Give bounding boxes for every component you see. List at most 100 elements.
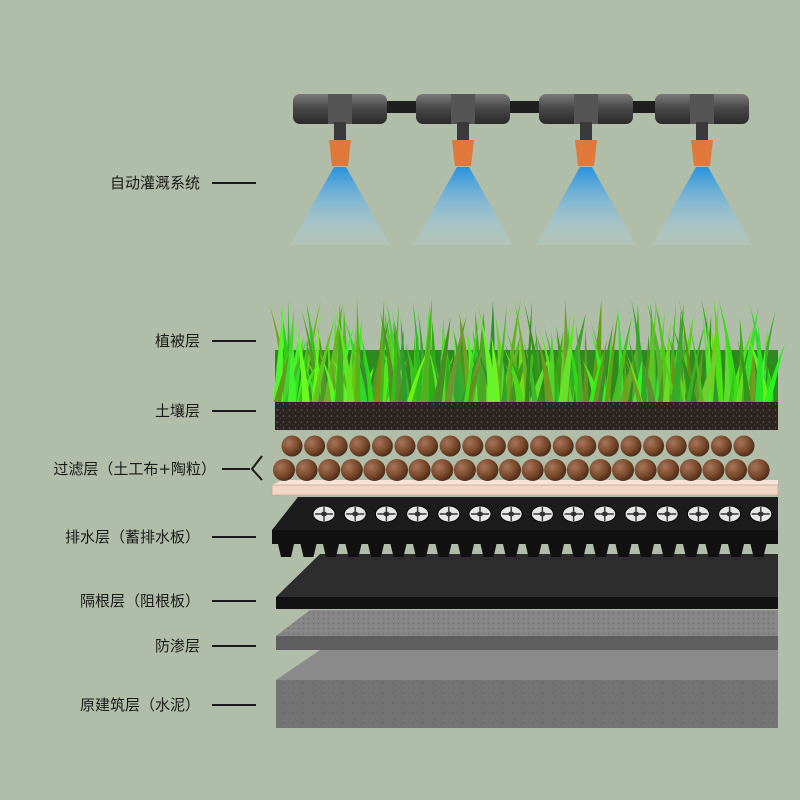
ceramsite-ball: [431, 459, 454, 481]
ceramsite-ball: [499, 459, 521, 481]
grass-blade: [463, 320, 480, 402]
grass-blade: [728, 366, 735, 402]
sprinkler-4: [652, 94, 752, 245]
ceramsite-ball: [702, 459, 725, 481]
grass-blade: [479, 312, 498, 402]
grass-blade: [659, 346, 677, 402]
ceramsite-ball: [688, 435, 710, 457]
ceramsite-ball: [620, 435, 642, 457]
label-soil: 土壤层: [154, 402, 200, 420]
ceramsite-ball: [665, 435, 687, 457]
grass-blade: [334, 302, 344, 402]
drainage-tooth: [435, 544, 452, 557]
irrigation-system: [290, 94, 752, 245]
ceramsite-ball: [349, 435, 371, 457]
ceramsite-ball: [733, 435, 755, 457]
waterproof-layer: [276, 610, 778, 650]
drainage-tooth: [413, 544, 429, 557]
ceramsite-ball: [394, 435, 416, 457]
grass-blade: [662, 342, 670, 402]
ceramsite-ball: [679, 459, 702, 481]
drainage-tooth: [525, 544, 542, 557]
ceramsite-ball: [589, 459, 612, 481]
grass-blade: [311, 313, 321, 402]
grass-blade: [588, 350, 604, 402]
grass-blade: [312, 320, 335, 402]
ceramsite-ball: [371, 435, 393, 457]
grass-blade: [558, 313, 576, 402]
sprinkler-1: [290, 94, 390, 245]
grass-blade: [406, 348, 429, 402]
drainage-cup: [374, 505, 398, 523]
ceramsite-ball: [657, 459, 680, 481]
grass-blade: [640, 357, 656, 402]
drainage-cup: [624, 505, 648, 523]
label-root-barrier: 隔根层（阻根板）: [79, 592, 200, 610]
grass-blade: [748, 338, 756, 402]
grass-blade: [597, 323, 614, 402]
grass-blade: [318, 351, 338, 402]
grass-blade: [272, 302, 284, 402]
grass-blade: [375, 298, 385, 402]
drainage-tooth: [638, 544, 654, 557]
drainage-cup: [686, 505, 710, 523]
ceramsite-ball: [597, 435, 619, 457]
ceramsite-ball: [484, 435, 506, 457]
drainage-tooth: [593, 544, 609, 557]
drainage-tooth: [660, 544, 677, 557]
grass-blade: [631, 298, 648, 402]
ceramsite-ball: [453, 459, 476, 481]
grass-blade: [400, 317, 408, 402]
grass-blade: [710, 333, 717, 402]
ceramsite-ball: [363, 459, 386, 481]
grass-blade: [737, 339, 751, 402]
ceramsite-ball: [544, 459, 567, 481]
label-vegetation: 植被层: [154, 332, 200, 350]
ceramsite-ball: [725, 459, 747, 481]
grass-blade: [357, 339, 371, 402]
ceramsite-ball: [521, 459, 544, 481]
grass-blade: [449, 338, 462, 402]
grass-blade: [501, 366, 507, 402]
drainage-tooth: [728, 544, 744, 557]
ceramsite-ball: [566, 459, 589, 481]
ceramsite-ball: [747, 459, 770, 481]
grass-blade: [735, 363, 744, 402]
ceramsite-ball: [295, 459, 318, 481]
drainage-cup: [312, 505, 336, 523]
drainage-tooth: [750, 544, 767, 557]
grass-blade: [390, 304, 399, 402]
grass-blade: [360, 332, 374, 402]
label-irrigation: 自动灌溉系统: [109, 174, 200, 192]
grass-blade: [593, 339, 608, 402]
grass-blade: [373, 338, 382, 402]
ceramsite-ball: [710, 435, 732, 457]
label-drainage: 排水层（蓄排水板）: [64, 528, 200, 546]
drainage-cup: [437, 505, 461, 523]
ceramsite-ball: [273, 459, 295, 481]
leader-lines: [212, 182, 263, 706]
grass-blade: [589, 317, 611, 402]
grass-blade: [536, 334, 554, 402]
grass-blade: [563, 320, 582, 402]
drainage-cup: [562, 505, 586, 523]
drainage-tooth: [615, 544, 632, 557]
grass-blade: [524, 300, 532, 402]
grass-blade: [614, 353, 624, 402]
soil-layer: [275, 400, 778, 430]
grass-blade: [575, 323, 584, 402]
drainage-tooth: [278, 544, 294, 557]
grass-blade: [687, 317, 704, 402]
grass-blade: [293, 318, 310, 402]
ceramsite-ball: [575, 435, 597, 457]
grass-blade: [333, 302, 355, 402]
grass-blade: [444, 315, 467, 402]
ceramsite-ball: [439, 435, 461, 457]
ceramsite-ball: [634, 459, 657, 481]
drainage-tooth: [458, 544, 474, 557]
ceramsite-ball: [408, 459, 431, 481]
grass-blade: [412, 300, 423, 402]
ceramsite-ball: [507, 435, 529, 457]
water-spray: [652, 167, 752, 245]
